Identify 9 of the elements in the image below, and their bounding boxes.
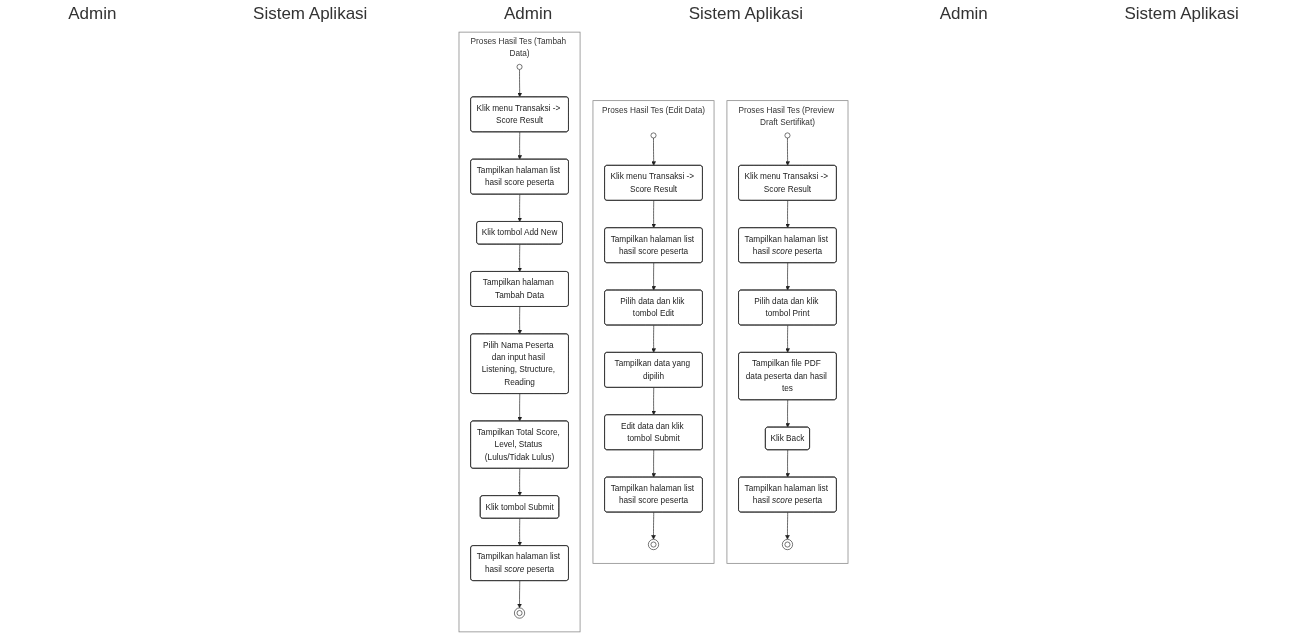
lane-heading: Admin: [939, 4, 988, 24]
lane-heading: Sistem Aplikasi: [253, 4, 368, 24]
lane-heading: Admin: [503, 4, 553, 24]
lane-heading: Sistem Aplikasi: [688, 4, 804, 24]
node-circle: [516, 64, 523, 70]
lane-heading: Sistem Aplikasi: [1124, 4, 1239, 24]
node-circle: [784, 132, 791, 139]
node-circle: [650, 132, 657, 139]
lane-heading: Admin: [68, 4, 117, 24]
